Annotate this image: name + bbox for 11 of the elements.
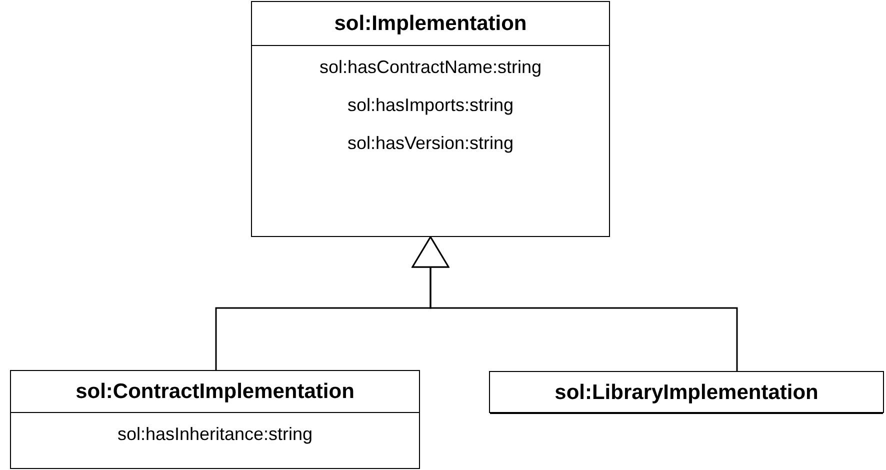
class-name: sol:Implementation <box>334 10 527 37</box>
attribute-text: sol:hasImports:string <box>347 94 514 117</box>
inheritance-arrow <box>412 236 738 371</box>
attribute-text: sol:hasContractName:string <box>319 56 542 79</box>
class-name: sol:ContractImplementation <box>76 378 354 405</box>
attribute-text: sol:hasVersion:string <box>347 132 514 155</box>
class-box <box>251 1 610 237</box>
class-box <box>489 371 884 413</box>
class-name: sol:LibraryImplementation <box>554 380 818 406</box>
attribute-text: sol:hasInheritance:string <box>117 423 313 446</box>
class-box <box>10 370 420 469</box>
